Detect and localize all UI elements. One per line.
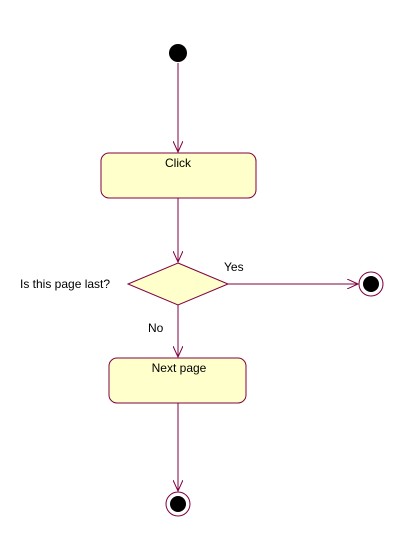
final-node-right [358, 271, 384, 297]
decision-node [126, 262, 230, 306]
action-label-click: Click [165, 156, 192, 170]
action-label-next-page: Next page [152, 361, 207, 375]
decision-label: Is this page last? [20, 277, 110, 291]
action-node-click: Click [100, 152, 257, 199]
guard-no-label: No [148, 321, 164, 335]
initial-node [169, 44, 187, 62]
final-node-bottom [165, 491, 191, 517]
action-node-next-page: Next page [108, 357, 247, 404]
guard-yes-label: Yes [224, 260, 244, 274]
